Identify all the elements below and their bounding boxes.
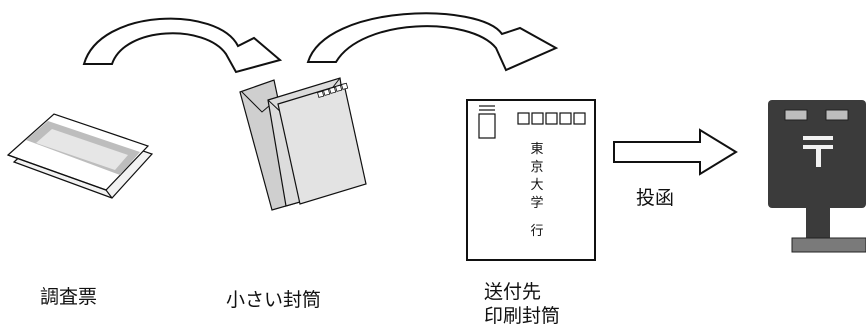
address-char: 東 — [530, 141, 543, 157]
label-survey-form: 調査票 — [40, 286, 98, 308]
address-char: 京 — [530, 160, 543, 175]
address-char: 大 — [530, 178, 543, 193]
address-char: 学 — [530, 195, 543, 211]
label-return-envelope-line1: 送付先 — [484, 281, 542, 303]
label-return-envelope-line2: 印刷封筒 — [484, 305, 561, 327]
label-small-envelope: 小さい封筒 — [226, 289, 322, 311]
curved-arrow-icon — [82, 17, 283, 74]
mailbox-icon — [768, 100, 866, 253]
address-suffix: 行 — [530, 224, 543, 239]
postal-code-boxes — [517, 112, 586, 125]
survey-papers-icon — [6, 113, 154, 199]
envelopes-icon — [239, 77, 367, 211]
right-arrow-icon — [613, 128, 738, 176]
label-post: 投函 — [636, 187, 675, 209]
curved-arrow-icon — [306, 12, 559, 72]
addressed-envelope-icon: 東 京 大 学 行 — [466, 99, 596, 261]
